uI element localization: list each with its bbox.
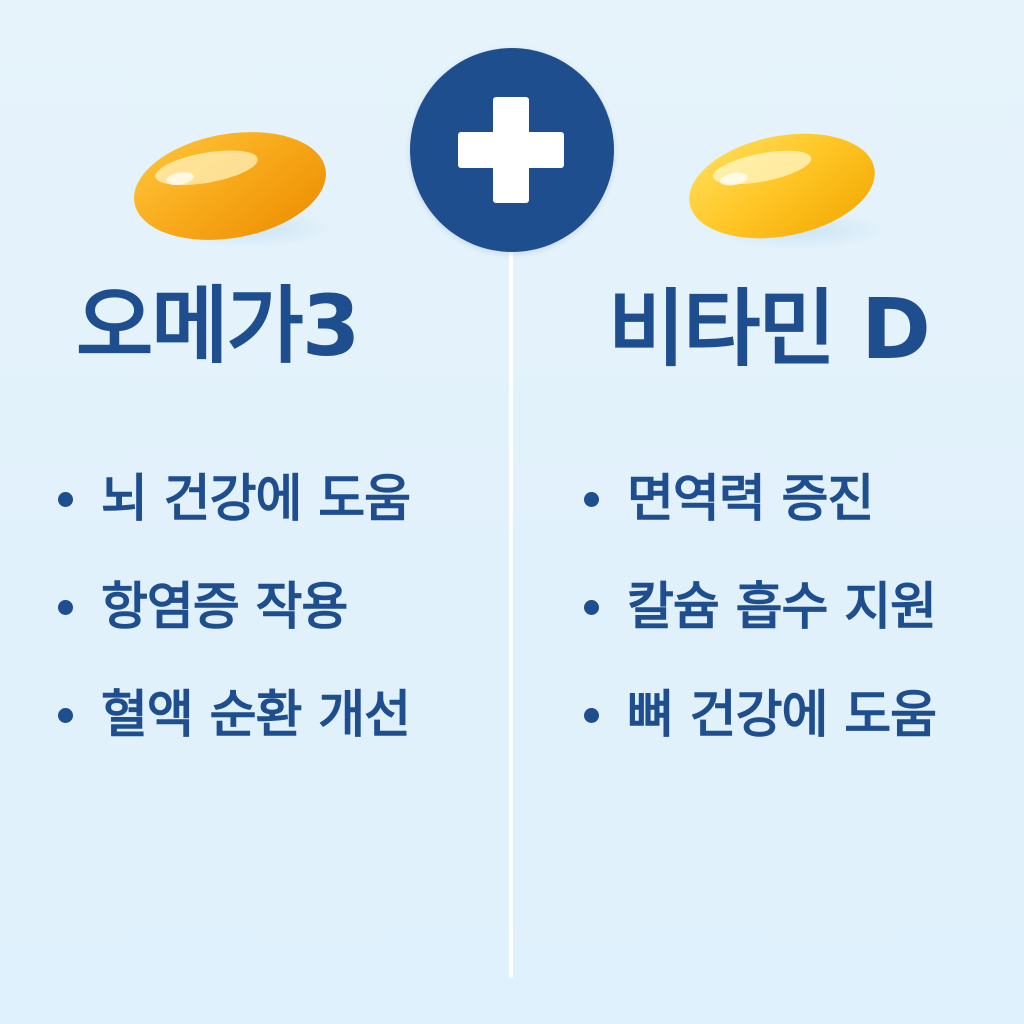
vitamin-d-benefit-item: 칼슘 흡수 지원 xyxy=(584,577,937,637)
omega3-benefit-item: 혈액 순환 개선 xyxy=(58,685,411,745)
omega3-benefits-list: 뇌 건강에 도움 항염증 작용 혈액 순환 개선 xyxy=(58,469,411,794)
omega3-benefit-text: 항염증 작용 xyxy=(101,577,348,637)
omega3-benefit-item: 뇌 건강에 도움 xyxy=(58,469,411,529)
bullet-icon xyxy=(584,707,599,723)
bullet-icon xyxy=(58,707,73,723)
omega3-benefit-text: 뇌 건강에 도움 xyxy=(101,469,411,529)
vitamin-d-benefit-item: 뼈 건강에 도움 xyxy=(584,685,937,745)
vitamin-d-title: 비타민 D xyxy=(608,280,931,378)
vitamin-d-benefits-list: 면역력 증진 칼슘 흡수 지원 뼈 건강에 도움 xyxy=(584,470,937,794)
plus-icon xyxy=(458,97,564,203)
bullet-icon xyxy=(58,599,73,615)
vitamin-d-benefit-text: 칼슘 흡수 지원 xyxy=(627,577,937,637)
plus-badge xyxy=(410,48,614,252)
bullet-icon xyxy=(58,491,73,507)
bullet-icon xyxy=(584,599,599,615)
vitamin-d-benefit-item: 면역력 증진 xyxy=(584,470,936,528)
vitamin-d-benefit-text: 뼈 건강에 도움 xyxy=(627,685,937,745)
vitamin-d-capsule-icon xyxy=(680,118,900,258)
omega3-benefit-item: 항염증 작용 xyxy=(58,578,410,636)
omega3-column: 오메가3 뇌 건강에 도움 항염증 작용 혈액 순환 개선 xyxy=(0,0,506,1024)
omega3-title: 오메가3 xyxy=(76,277,360,375)
bullet-icon xyxy=(584,491,599,507)
vitamin-d-column: 비타민 D 면역력 증진 칼슘 흡수 지원 뼈 건강에 도움 xyxy=(516,0,1024,1024)
vitamin-d-benefit-text: 면역력 증진 xyxy=(627,469,874,529)
vertical-divider xyxy=(509,250,513,978)
omega-capsule-icon xyxy=(122,118,342,258)
omega3-benefit-text: 혈액 순환 개선 xyxy=(101,685,411,745)
